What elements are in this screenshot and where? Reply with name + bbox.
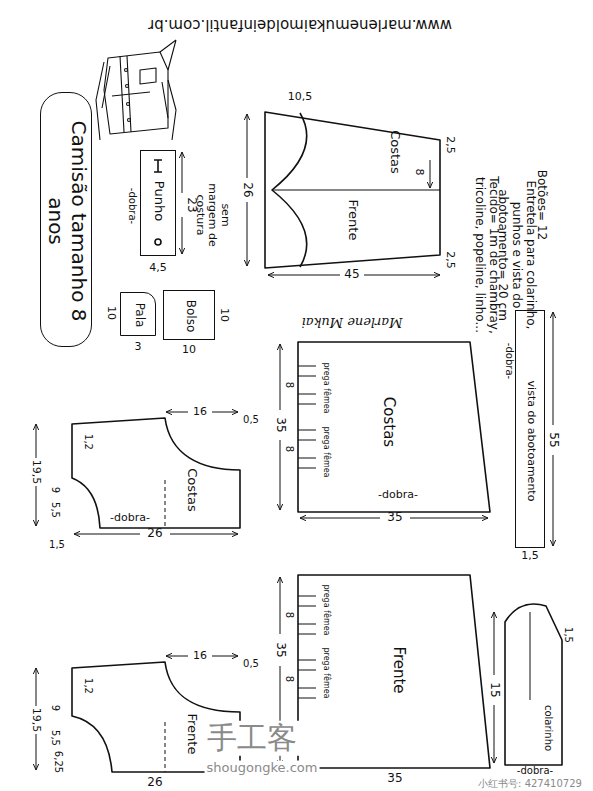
piece-name: vista do abotoamento (525, 381, 538, 502)
dimension-label: 8 (283, 612, 295, 618)
piece-name: colarinho (542, 705, 554, 751)
piece-name: Frente (389, 646, 406, 693)
dimension-label: 35 (387, 511, 402, 525)
piece-note: -dobra- (126, 188, 138, 224)
pleat-marks (298, 366, 316, 698)
dimension-label: 3 (135, 341, 142, 354)
piece-note: -dobra- (517, 765, 553, 777)
pattern-piece: vista do abotoamento-dobra- (515, 310, 545, 548)
pattern-piece: Frente (70, 662, 242, 774)
dimension-label: 5,5 (49, 730, 61, 746)
dimension-label: 26 (147, 527, 162, 541)
pattern-piece: Pala (120, 292, 156, 336)
piece-note: Frente (346, 200, 361, 241)
piece-name: Costas (185, 468, 200, 512)
buttonhole-mark (154, 160, 162, 172)
piece-note: prega fêmea (321, 363, 330, 414)
dimension-label: 8 (283, 382, 295, 388)
piece-note: -dobra- (378, 489, 418, 502)
dimension-label: 1,2 (82, 678, 94, 694)
piece-name: Frente (185, 714, 200, 755)
pattern-piece: colarinho-dobra- (505, 600, 563, 765)
pattern-piece: CostasFrente (265, 108, 443, 270)
front-skirt-outline (298, 575, 490, 768)
dimension-label: 26 (147, 776, 162, 790)
dimension-label: 19,5 (30, 460, 43, 485)
note-text: Entretela para colarinho, punhos e vista… (495, 165, 536, 345)
dimension-label: 4,5 (149, 262, 167, 275)
piece-name: Punho (152, 181, 167, 221)
signature: Marlene Mukai (302, 315, 403, 330)
dimension-label: 6,25 (52, 751, 64, 773)
dimension-label: sem margem de costura (193, 179, 231, 251)
piece-note: prega fêmea (321, 648, 330, 699)
dimension-label: 10 (182, 344, 196, 357)
dimension-label: 35 (387, 772, 402, 786)
back-skirt-outline (298, 342, 490, 512)
dimension-label: 35 (273, 417, 287, 432)
dimension-label: 2,5 (444, 136, 457, 154)
note-text: Botões= 12 (534, 170, 548, 240)
pattern-piece: Bolso (163, 290, 215, 340)
dimension-label: 1,5 (562, 627, 574, 643)
dimension-label: 0,5 (243, 658, 259, 670)
note-text: www.marlenemukaimoldeinfantil.com.br (148, 15, 452, 32)
dimension-label: 1,5 (521, 550, 539, 563)
sleeve-center (272, 190, 440, 191)
dimension-label: 10,5 (288, 91, 313, 104)
watermark: 小红书号: 427410729 (476, 778, 584, 790)
dimension-label: 55 (546, 432, 560, 447)
piece-name: Camisão tamanho 8 anos (44, 103, 90, 339)
pattern-piece: Costas -dobra-prega fêmea prega fêmea (298, 340, 493, 512)
dimension-label: 0,5 (243, 414, 259, 426)
shirt-sketch (96, 40, 176, 140)
note-text: Tecido= 1m de chambray, tricoline, popel… (472, 165, 500, 345)
dimension-label: 1,5 (49, 539, 65, 551)
dimension-lines (36, 114, 553, 770)
piece-note: -dobra- (503, 343, 515, 379)
watermark: shougongke.com (205, 761, 320, 776)
dimension-label: 8 (283, 676, 295, 682)
watermark: 手工客 (205, 721, 299, 756)
dimension-label: 16 (193, 650, 207, 663)
back-bodice-outline (72, 418, 240, 528)
collar-outline (505, 604, 562, 765)
piece-name: Pala (132, 303, 146, 328)
dimension-label: 1,2 (82, 434, 94, 450)
sleeve-outline (265, 112, 440, 268)
dimension-label: 8 (413, 169, 426, 176)
dimension-label: 5,5 (49, 502, 61, 518)
dimension-label: 19,5 (30, 708, 43, 733)
front-bodice-outline (72, 662, 240, 772)
dimension-label: 2,5 (444, 251, 457, 269)
dimension-label: 45 (344, 268, 359, 282)
dimension-label: 10 (218, 308, 231, 322)
dimension-label: 35 (273, 642, 287, 657)
dimension-label: 10 (105, 306, 118, 320)
dimension-label: 23 (184, 197, 198, 212)
dimension-label: 16 (193, 406, 207, 419)
piece-note: -dobra- (110, 512, 150, 525)
dimension-label: 15 (487, 682, 501, 697)
dimension-label: 9 (49, 705, 61, 711)
dimension-label: 8 (283, 446, 295, 452)
piece-note: prega fêmea (321, 427, 330, 478)
dimension-label: 9 (49, 487, 61, 493)
piece-note: prega fêmea (321, 585, 330, 636)
pattern-piece: Camisão tamanho 8 anos (40, 92, 92, 347)
pattern-piece: Frente prega fêmea prega fêmea (298, 575, 493, 768)
piece-name: Costas (379, 397, 396, 447)
piece-name: Bolso (183, 300, 197, 333)
button-mark (155, 239, 161, 245)
dimension-label: 26 (240, 182, 254, 197)
piece-name: Costas (388, 130, 403, 174)
pattern-piece: Costas -dobra- (70, 420, 242, 530)
pattern-piece: Punho-dobra- (140, 150, 176, 256)
